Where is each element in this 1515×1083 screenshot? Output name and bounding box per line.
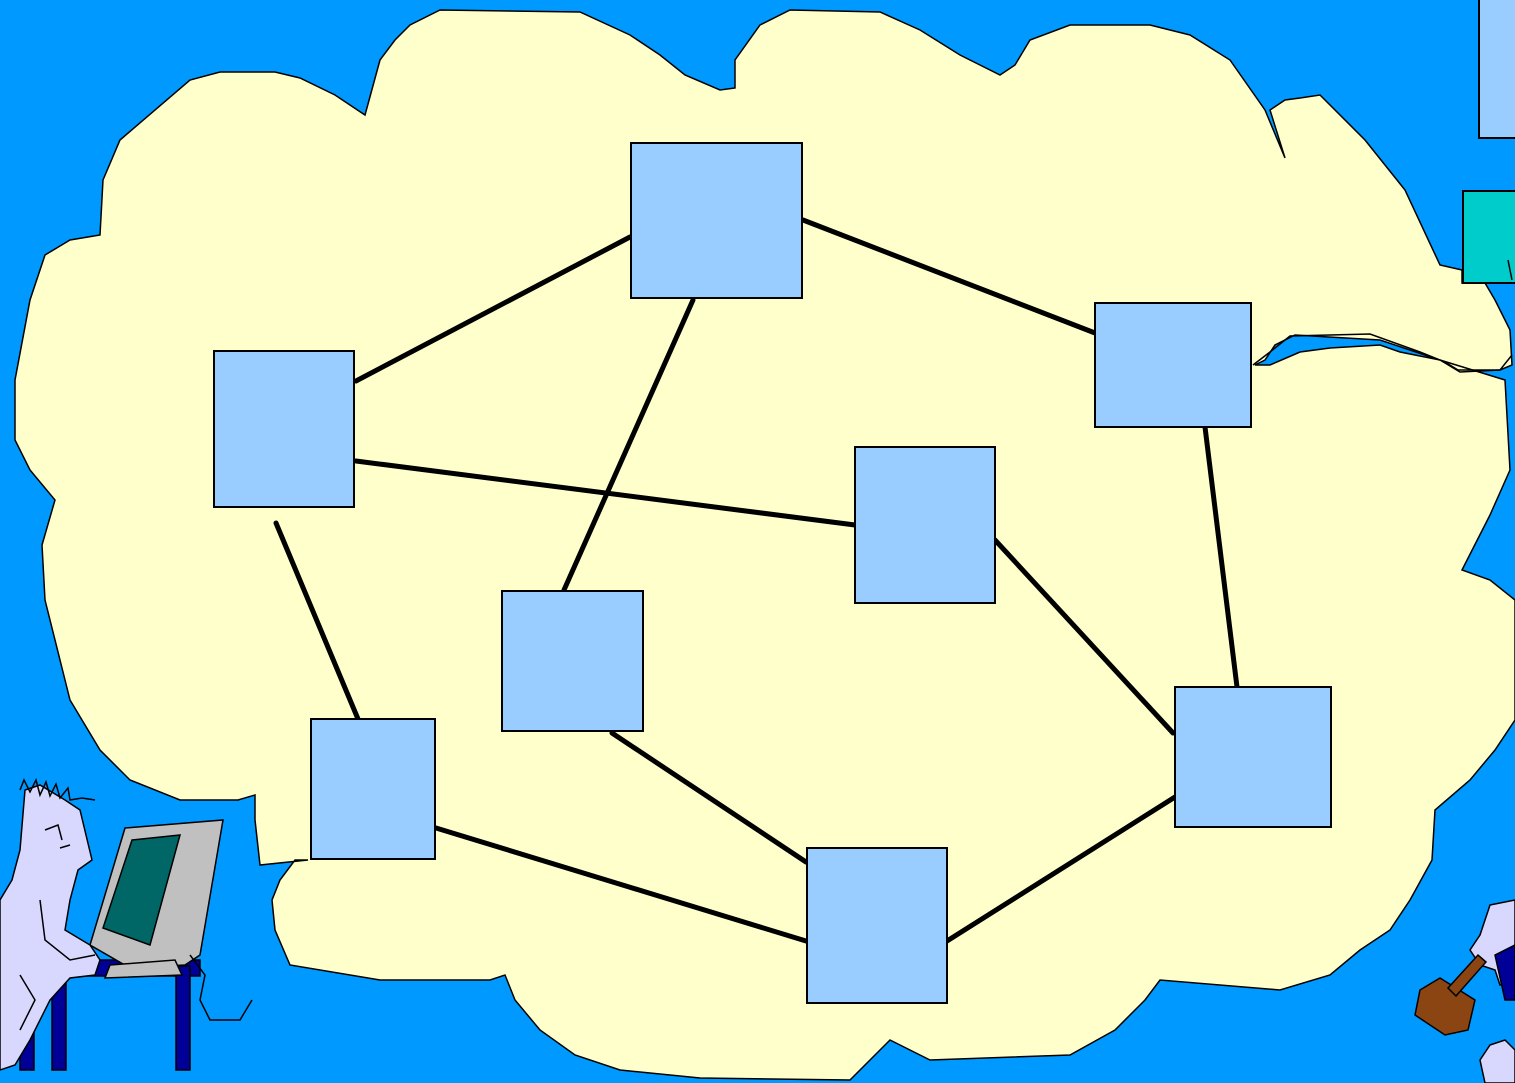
link-n6-n8 <box>433 825 809 944</box>
person-with-hammer-icon <box>1414 899 1515 1083</box>
edge-node-accent <box>1462 190 1515 284</box>
link-n1-n2 <box>353 234 633 384</box>
edge-node-top <box>1478 0 1515 139</box>
network-node-7 <box>1174 686 1332 828</box>
network-node-5 <box>501 590 644 732</box>
person-figure <box>0 777 101 1071</box>
network-node-8 <box>806 847 948 1004</box>
edge-node-accent-mark <box>1507 259 1513 281</box>
hammer-icon <box>1414 953 1488 1036</box>
link-n4-n6 <box>273 520 361 722</box>
link-n5-n8 <box>944 794 1178 944</box>
network-links <box>273 217 1240 944</box>
link-n2-n5 <box>561 297 696 593</box>
network-node-2 <box>213 350 355 508</box>
network-node-6 <box>310 718 436 860</box>
link-n3-n9 <box>992 537 1176 736</box>
monitor-icon <box>89 819 224 979</box>
link-n3-n4 <box>353 458 858 528</box>
link-n1-n3 <box>800 217 1098 336</box>
link-n4-n7 <box>609 730 809 865</box>
network-node-1 <box>630 142 803 299</box>
network-nodes <box>213 142 1332 1004</box>
network-node-3 <box>1094 302 1252 428</box>
person-at-computer-icon <box>0 777 253 1071</box>
cloud-fringe <box>1252 333 1513 371</box>
network-node-4 <box>854 446 996 604</box>
link-n2-n6 <box>1202 424 1240 690</box>
